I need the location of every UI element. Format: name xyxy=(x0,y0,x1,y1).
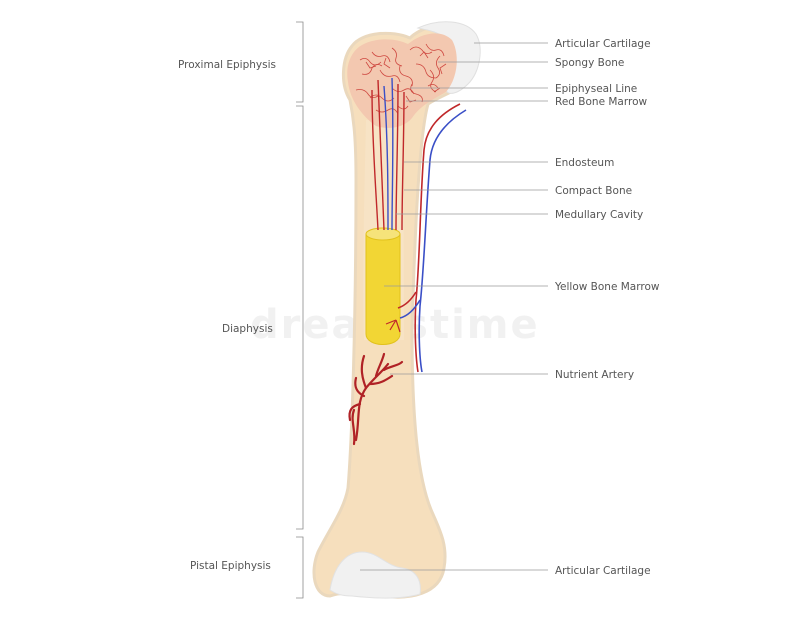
label-spongy-bone: Spongy Bone xyxy=(555,57,624,69)
part-labels: Articular Cartilage Spongy Bone Epiphyse… xyxy=(554,38,660,577)
proximal-bracket xyxy=(296,21,304,103)
label-red-bone-marrow: Red Bone Marrow xyxy=(555,96,648,108)
yellow-bone-marrow xyxy=(365,227,401,345)
nutrient-artery-branches xyxy=(348,352,404,446)
region-label-distal: Pistal Epiphysis xyxy=(190,560,271,572)
diaphysis-bracket xyxy=(296,105,304,530)
nutrient-vessels xyxy=(385,103,467,373)
spongy-bone-region xyxy=(347,33,457,128)
label-epiphyseal-line: Epiphyseal Line xyxy=(555,83,637,95)
region-brackets xyxy=(296,21,304,599)
label-articular-cartilage-top: Articular Cartilage xyxy=(555,38,651,50)
articular-cartilage-bottom xyxy=(329,551,421,599)
leader-lines xyxy=(360,42,548,571)
region-label-proximal: Proximal Epiphysis xyxy=(178,59,276,71)
distal-bracket xyxy=(296,536,304,599)
label-articular-cartilage-bottom: Articular Cartilage xyxy=(555,565,651,577)
label-medullary-cavity: Medullary Cavity xyxy=(555,209,643,221)
femur-bone xyxy=(312,21,481,599)
region-label-diaphysis: Diaphysis xyxy=(222,323,273,335)
label-nutrient-artery: Nutrient Artery xyxy=(555,369,634,381)
label-compact-bone: Compact Bone xyxy=(555,185,632,197)
spongy-bone-texture xyxy=(355,43,447,115)
label-endosteum: Endosteum xyxy=(555,157,614,169)
label-yellow-bone-marrow: Yellow Bone Marrow xyxy=(554,281,660,293)
medullary-vessels xyxy=(371,77,405,231)
